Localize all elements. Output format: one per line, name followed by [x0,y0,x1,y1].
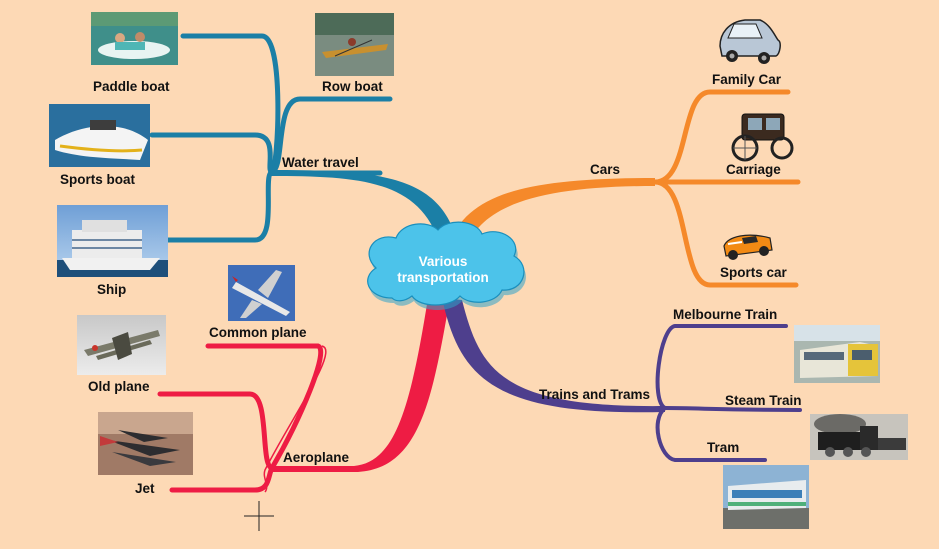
melbourne-train-photo [794,325,880,383]
topic-family-car[interactable]: Family Car [712,72,782,87]
topic-melbourne-train[interactable]: Melbourne Train [673,307,778,322]
biplane-photo [77,315,166,375]
branch-cars[interactable]: Cars [590,162,621,177]
aeroplane-trunk [270,298,450,472]
topic-tram[interactable]: Tram [707,440,740,455]
topic-old-plane[interactable]: Old plane [88,379,150,394]
central-topic[interactable]: Various transportation [378,254,508,286]
trains-sub-branches [655,324,802,462]
cruise-ship-photo [57,205,168,277]
cars-trunk [448,178,655,250]
row-boat-photo [315,13,394,76]
aeroplane-thin-link [263,345,327,493]
sports-car-clipart [723,234,773,260]
topic-carriage[interactable]: Carriage [726,162,781,177]
steam-train-photo [810,414,908,460]
water-sub-branches [149,33,393,243]
central-topic-line2: transportation [397,270,489,285]
branch-trains-and-trams[interactable]: Trains and Trams [539,387,651,402]
cars-sub-branches [652,89,801,288]
topic-ship[interactable]: Ship [97,282,127,297]
carriage-clipart [731,113,794,162]
family-car-clipart [719,19,781,64]
paddle-boat-photo [91,12,178,65]
topic-steam-train[interactable]: Steam Train [725,393,802,408]
branch-aeroplane[interactable]: Aeroplane [283,450,350,465]
central-topic-line1: Various [418,254,468,269]
sports-boat-photo [49,104,150,167]
central-cloud [367,221,526,310]
trains-trunk [442,298,665,413]
topic-paddle-boat[interactable]: Paddle boat [93,79,170,94]
airliner-photo [228,265,295,321]
water-travel-trunk [270,170,458,245]
topic-sports-boat[interactable]: Sports boat [60,172,136,187]
jet-formation-photo [98,412,193,475]
topic-common-plane[interactable]: Common plane [209,325,307,340]
topic-jet[interactable]: Jet [135,481,155,496]
topic-sports-car[interactable]: Sports car [720,265,787,280]
tram-photo [723,465,809,529]
branch-water-travel[interactable]: Water travel [282,155,359,170]
topic-row-boat[interactable]: Row boat [322,79,383,94]
crosshair-cursor-icon [244,501,274,531]
